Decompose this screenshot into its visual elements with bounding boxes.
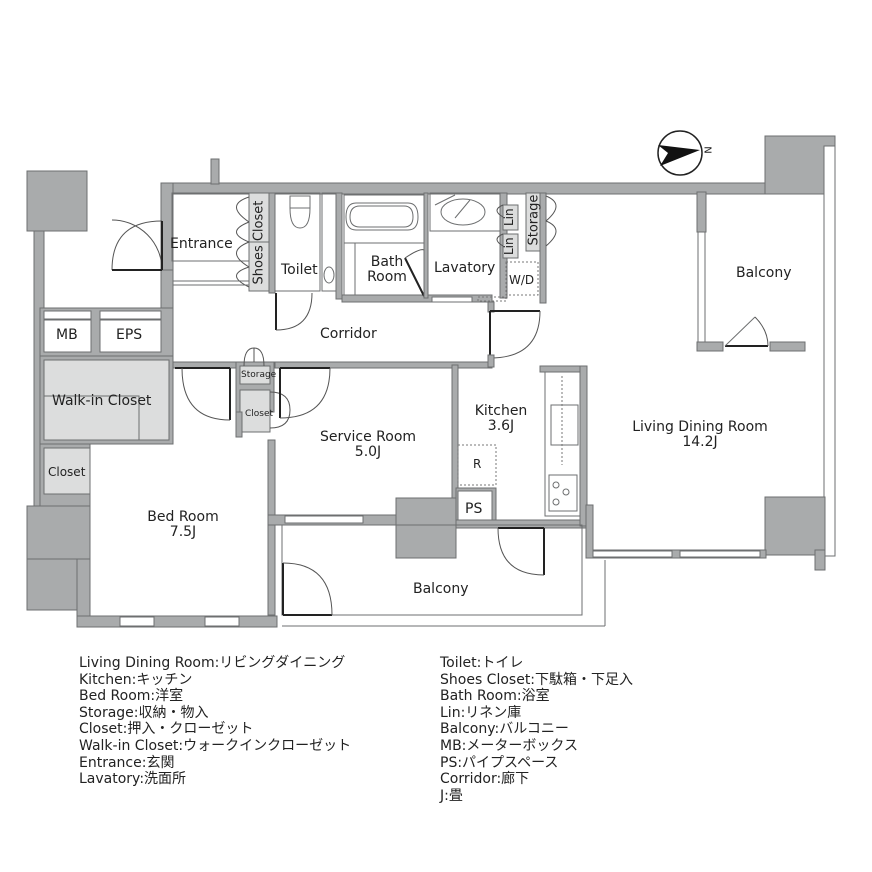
room-label-closet-bed: Closet [48, 465, 86, 479]
room-label-lin-1: Lin [502, 208, 516, 226]
floor-plan [26, 130, 836, 628]
room-label-wd: W/D [509, 273, 535, 287]
legend-item: Bath Room:浴室 [440, 688, 550, 705]
legend-item: Closet:押入・クローゼット [79, 721, 254, 738]
exterior-walls [26, 135, 836, 628]
compass-icon [657, 130, 703, 176]
room-label-lin-2: Lin [502, 237, 516, 255]
bed-room-name: Bed Room [147, 509, 219, 525]
room-label-living-dining: Living Dining Room 14.2J [628, 420, 772, 450]
legend-item: Balcony:バルコニー [440, 721, 569, 738]
legend-item: Corridor:廊下 [440, 771, 530, 788]
room-label-walk-in-closet: Walk-in Closet [52, 393, 152, 409]
bed-room-size: 7.5J [169, 524, 197, 540]
legend-item: Lavatory:洗面所 [79, 771, 187, 788]
bath-line-2: Room [367, 269, 407, 285]
legend-item: Lin:リネン庫 [440, 704, 522, 721]
legend-item: J:畳 [440, 787, 463, 804]
room-label-mb: MB [56, 327, 78, 343]
room-label-balcony-south: Balcony [413, 581, 469, 597]
room-label-bath-room: Bath Room [366, 255, 408, 285]
room-label-kitchen: Kitchen 3.6J [472, 404, 530, 434]
room-label-corridor: Corridor [320, 326, 377, 342]
room-label-toilet: Toilet [281, 262, 318, 278]
room-label-balcony-north: Balcony [736, 265, 792, 281]
refrigerator-label: R [473, 457, 482, 471]
legend-item: Storage:収納・物入 [79, 704, 209, 721]
room-label-storage-small: Storage [241, 370, 277, 380]
service-room-size: 5.0J [354, 444, 382, 460]
compass-north-label: N [701, 146, 713, 154]
legend-item: MB:メーターボックス [440, 737, 578, 754]
legend-item: PS:パイプスペース [440, 754, 559, 771]
room-label-service-room: Service Room 5.0J [318, 430, 418, 460]
legend-right: Toilet:トイレ Shoes Closet:下駄箱・下足入 Bath Roo… [440, 655, 633, 804]
room-label-shoes-closet: Shoes Closet [251, 200, 267, 285]
room-label-eps: EPS [116, 327, 143, 343]
mb-eps-block [39, 307, 174, 357]
living-dining-name: Living Dining Room [632, 419, 768, 435]
room-label-bed-room: Bed Room 7.5J [145, 510, 221, 540]
legend-left: Living Dining Room:リビングダイニング Kitchen:キッチ… [79, 655, 351, 788]
legend-item: Toilet:トイレ [440, 655, 524, 671]
kitchen-name: Kitchen [474, 403, 528, 419]
legend-item: Entrance:玄関 [79, 754, 175, 771]
room-label-ps: PS [465, 501, 483, 517]
room-label-entrance: Entrance [170, 236, 233, 252]
living-dining-size: 14.2J [682, 434, 718, 450]
room-label-closet-small: Closet [245, 409, 274, 419]
room-label-storage-top: Storage [526, 194, 542, 246]
room-label-lavatory: Lavatory [434, 260, 496, 276]
legend-item: Kitchen:キッチン [79, 671, 193, 688]
service-room-name: Service Room [319, 429, 417, 445]
kitchen-size: 3.6J [487, 418, 515, 434]
bath-line-1: Bath [370, 254, 404, 270]
legend-item: Living Dining Room:リビングダイニング [79, 655, 346, 671]
legend-item: Bed Room:洋室 [79, 688, 184, 705]
legend-item: Walk-in Closet:ウォークインクローゼット [79, 737, 352, 754]
legend-item: Shoes Closet:下駄箱・下足入 [440, 671, 634, 688]
